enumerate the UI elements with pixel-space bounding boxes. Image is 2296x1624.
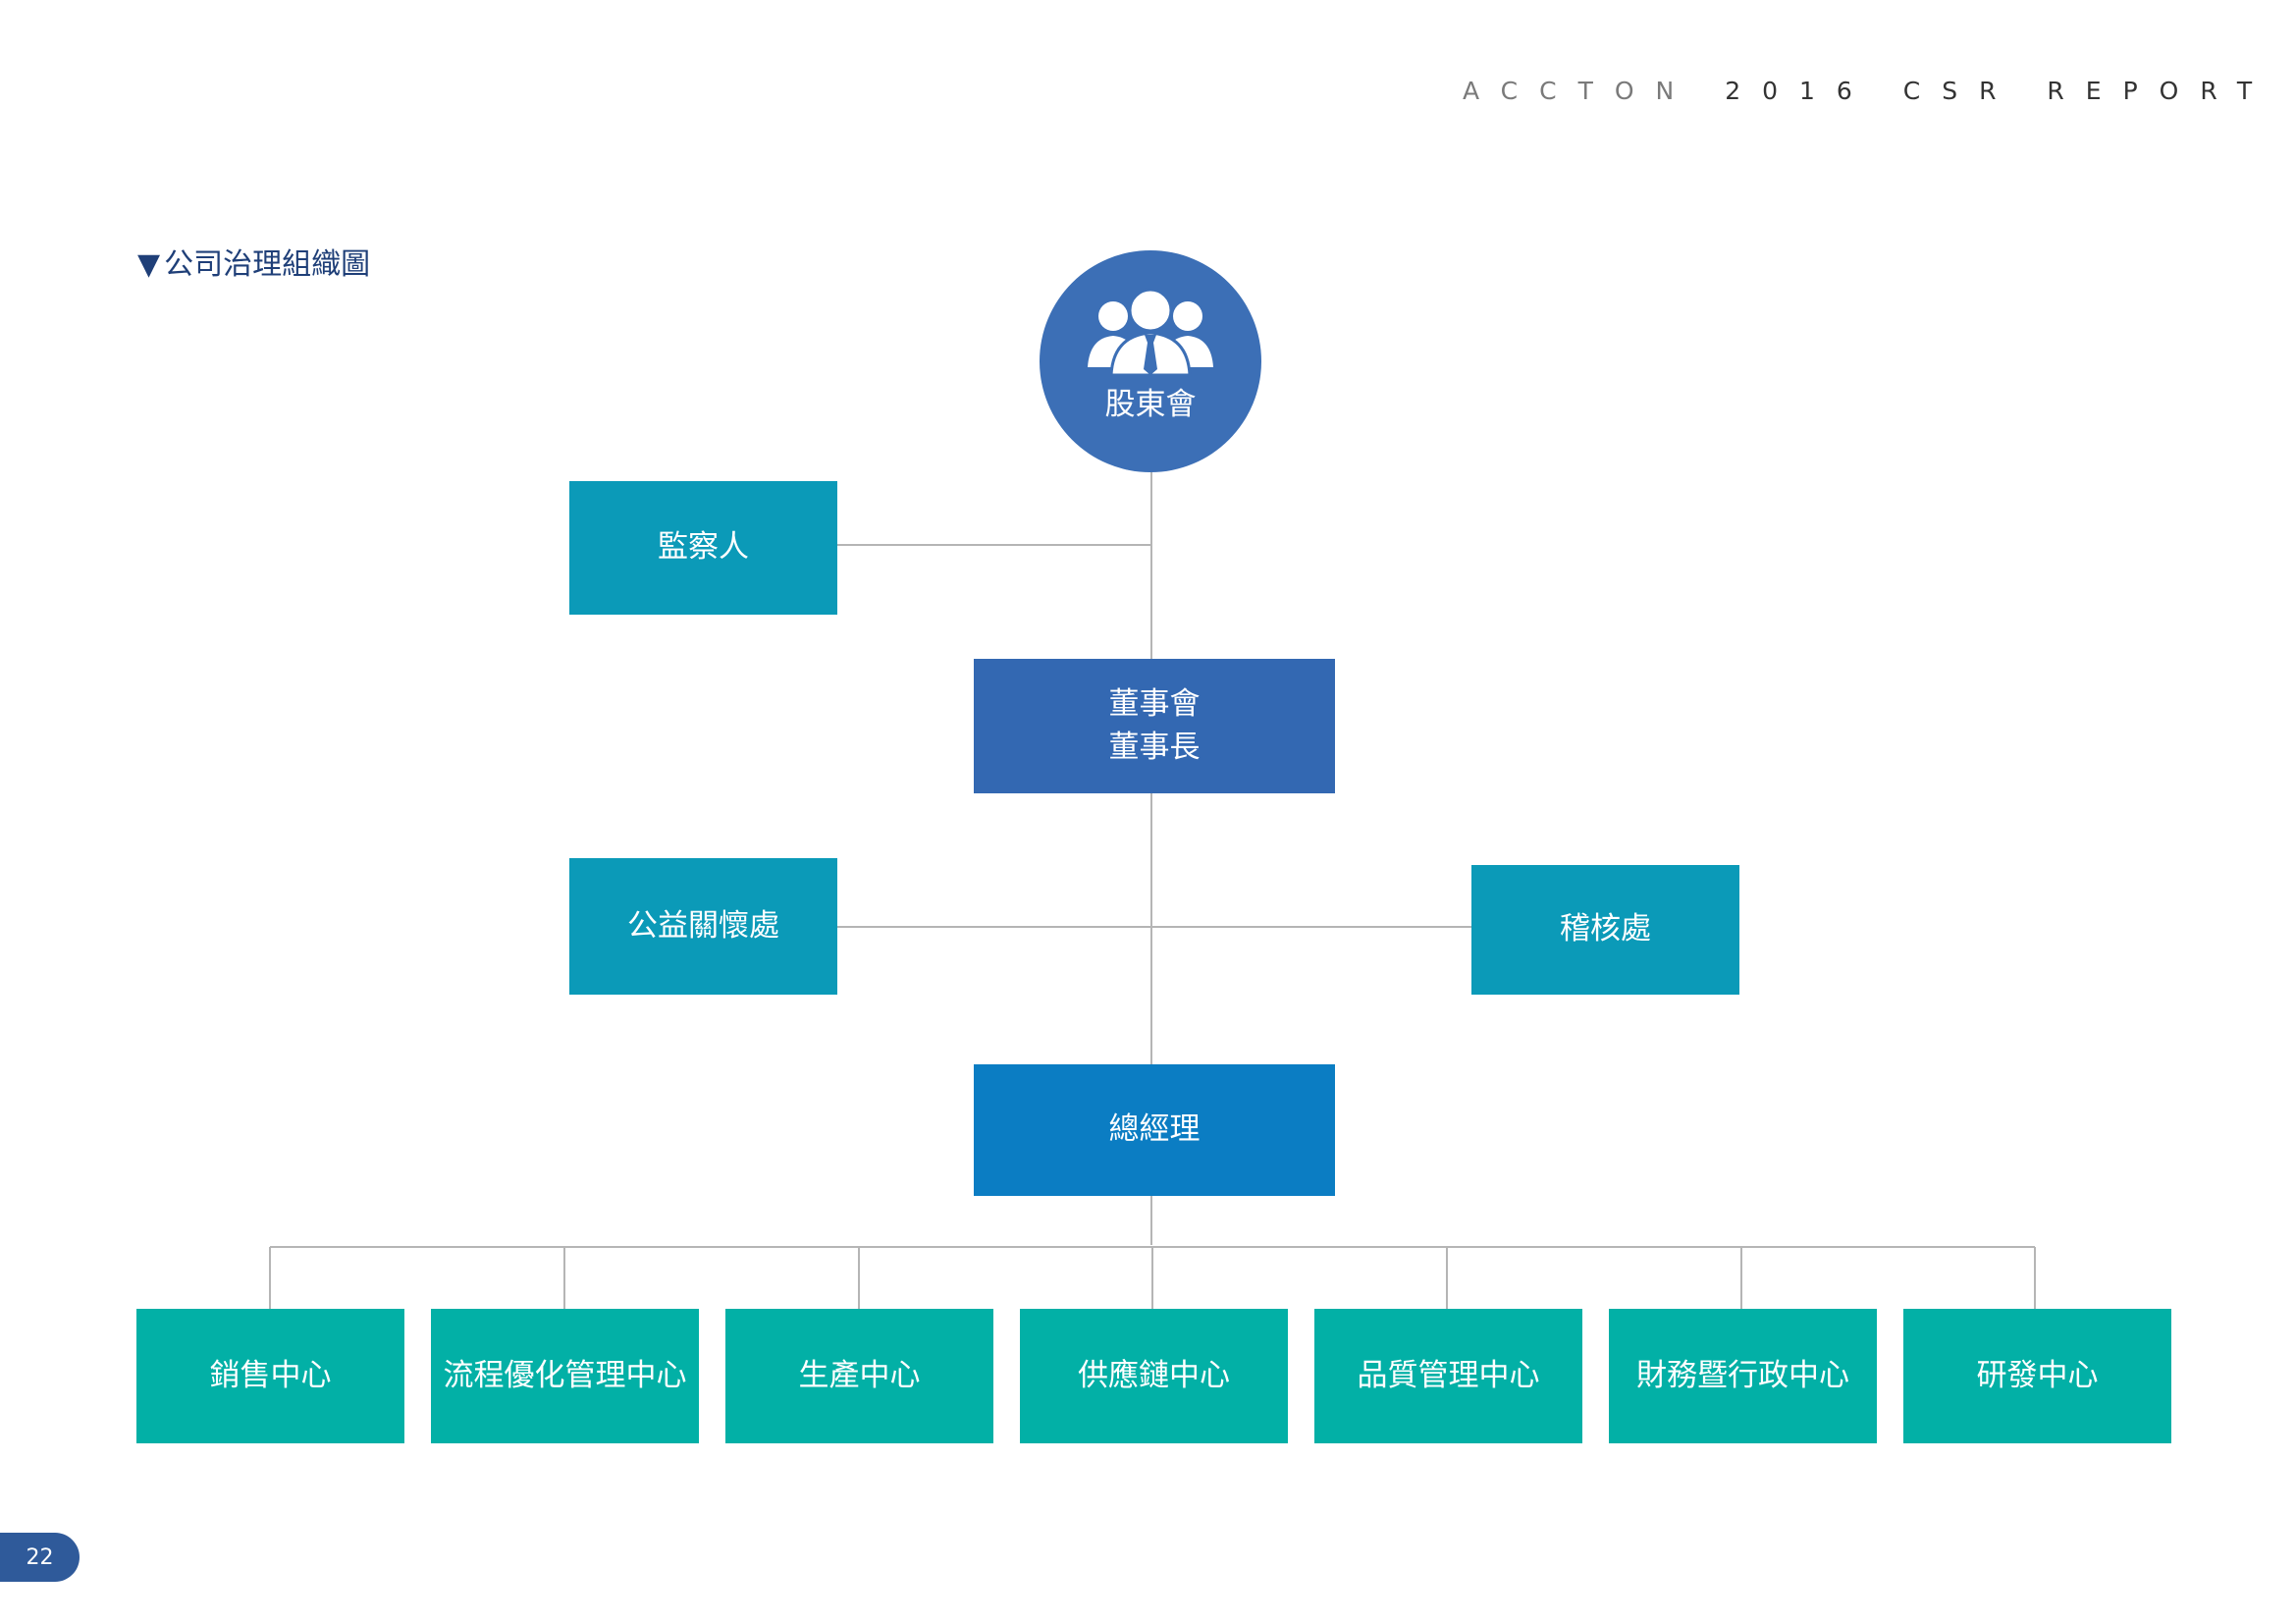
header-year: 2016 xyxy=(1725,77,1874,105)
report-header: ACCTON 2016 CSR REPORT xyxy=(1463,77,2252,105)
people-group-icon xyxy=(1088,288,1213,375)
audit-label: 稽核處 xyxy=(1560,911,1651,947)
page-number-badge: 22 xyxy=(0,1533,80,1582)
shareholders-node: 股東會 xyxy=(1040,250,1261,472)
center-node: 生產中心 xyxy=(725,1309,993,1443)
general-manager-node: 總經理 xyxy=(974,1064,1335,1196)
center-node: 流程優化管理中心 xyxy=(431,1309,699,1443)
center-label: 品質管理中心 xyxy=(1357,1357,1540,1393)
center-label: 生產中心 xyxy=(798,1357,921,1393)
center-label: 財務暨行政中心 xyxy=(1636,1357,1849,1393)
page-number: 22 xyxy=(26,1544,54,1570)
header-report: CSR REPORT xyxy=(1902,77,2274,105)
charity-node: 公益關懷處 xyxy=(569,858,837,995)
center-node: 研發中心 xyxy=(1903,1309,2171,1443)
center-label: 研發中心 xyxy=(1976,1357,2099,1393)
audit-node: 稽核處 xyxy=(1471,865,1739,995)
chairman-label: 董事長 xyxy=(1108,729,1201,765)
supervisors-label: 監察人 xyxy=(658,529,749,566)
board-label: 董事會 xyxy=(1108,686,1201,723)
center-label: 銷售中心 xyxy=(209,1357,332,1393)
supervisors-node: 監察人 xyxy=(569,481,837,615)
charity-label: 公益關懷處 xyxy=(627,907,779,944)
header-brand: ACCTON xyxy=(1463,77,1696,105)
center-node: 財務暨行政中心 xyxy=(1609,1309,1877,1443)
section-title: ▼公司治理組織圖 xyxy=(137,240,370,283)
center-node: 供應鏈中心 xyxy=(1020,1309,1288,1443)
triangle-marker-icon: ▼ xyxy=(137,247,161,282)
center-label: 流程優化管理中心 xyxy=(443,1357,687,1393)
center-node: 品質管理中心 xyxy=(1314,1309,1582,1443)
shareholders-label: 股東會 xyxy=(1104,386,1197,422)
board-node: 董事會 董事長 xyxy=(974,659,1335,793)
general-manager-label: 總經理 xyxy=(1108,1111,1201,1148)
center-node: 銷售中心 xyxy=(136,1309,404,1443)
section-title-text: 公司治理組織圖 xyxy=(164,247,371,282)
center-label: 供應鏈中心 xyxy=(1078,1357,1230,1393)
